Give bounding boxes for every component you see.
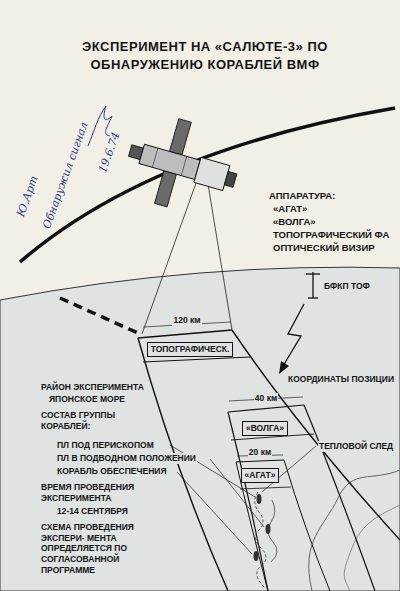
swath-band-label: ТОПОГРАФИЧЕСК. bbox=[147, 342, 234, 357]
thermal-wake bbox=[255, 492, 266, 588]
note-text: ЯПОНСКОЕ МОРЕ bbox=[48, 394, 126, 405]
leader-line bbox=[177, 472, 252, 554]
equipment-item: «АГАТ» bbox=[272, 203, 308, 215]
note-heading: СОСТАВ ГРУППЫ КОРАБЛЕЙ: bbox=[40, 410, 154, 431]
handwritten-note: Ю.Арт bbox=[14, 174, 41, 219]
link-label: КООРДИНАТЫ ПОЗИЦИИ bbox=[287, 374, 395, 385]
swath-cap bbox=[228, 405, 304, 412]
diagram-title: ЭКСПЕРИМЕНТ НА «САЛЮТЕ-3» ПО ОБНАРУЖЕНИЮ… bbox=[80, 38, 330, 73]
band-name: ТОПОГРАФИЧЕСК. bbox=[151, 344, 230, 355]
ship-symbol bbox=[254, 551, 259, 561]
dimension-label: 120 км bbox=[172, 315, 201, 326]
arrowhead bbox=[279, 361, 289, 374]
earth-surface bbox=[0, 267, 400, 591]
agat-swath-edge bbox=[284, 460, 330, 591]
swath-cap bbox=[236, 460, 284, 462]
swath-cap bbox=[138, 330, 232, 338]
equipment-item: «ВОЛГА» bbox=[272, 216, 317, 228]
swath-band-label: «АГАТ» bbox=[241, 468, 280, 483]
coastline bbox=[344, 505, 400, 591]
projection-line bbox=[142, 172, 200, 334]
dimension-label: 20 км bbox=[248, 447, 272, 458]
orbit bbox=[20, 108, 395, 262]
note-text: 12-14 СЕНТЯБРЯ bbox=[56, 506, 129, 517]
dimension-label: 40 км bbox=[254, 393, 278, 404]
swath-band-label: «ВОЛГА» bbox=[242, 421, 288, 436]
station-label: БФКП ТОФ bbox=[323, 281, 371, 292]
note-heading: РАЙОН ЭКСПЕРИМЕНТА bbox=[40, 382, 145, 393]
ground-track bbox=[60, 298, 140, 334]
band-name: «АГАТ» bbox=[245, 470, 276, 481]
callout-label: ТЕПЛОВОЙ СЛЕД bbox=[318, 441, 394, 452]
ship-symbol bbox=[266, 524, 271, 534]
equipment-item: ТОПОГРАФИЧЕСКИЙ ФА bbox=[272, 229, 390, 241]
ship-label: ПЛ ПОД ПЕРИСКОПОМ bbox=[56, 440, 155, 451]
note-heading: ВРЕМЯ ПРОВЕДЕНИЯ ЭКСПЕРИМЕНТА bbox=[40, 482, 154, 503]
antenna-symbol bbox=[306, 272, 320, 298]
salyut-3-station bbox=[118, 108, 247, 223]
handwritten-note: 19.6.74 bbox=[96, 131, 123, 175]
note-text: СХЕМА ПРОВЕДЕНИЯ ЭКСПЕРИ- МЕНТА ОПРЕДЕЛЯ… bbox=[40, 522, 160, 575]
radio-link-arrow bbox=[283, 304, 304, 366]
ship-symbol bbox=[257, 494, 262, 504]
equipment-item: ОПТИЧЕСКИЙ ВИЗИР bbox=[272, 242, 376, 254]
equipment-heading: АППАРАТУРА: bbox=[268, 190, 336, 202]
swath-cap bbox=[143, 357, 250, 362]
ship-label: ПЛ В ПОДВОДНОМ ПОЛОЖЕНИИ bbox=[56, 453, 197, 464]
volga-swath-edge bbox=[304, 405, 375, 591]
projection-line bbox=[206, 172, 232, 330]
band-name: «ВОЛГА» bbox=[246, 423, 284, 434]
ship-label: КОРАБЛЬ ОБЕСПЕЧЕНИЯ bbox=[56, 466, 168, 477]
